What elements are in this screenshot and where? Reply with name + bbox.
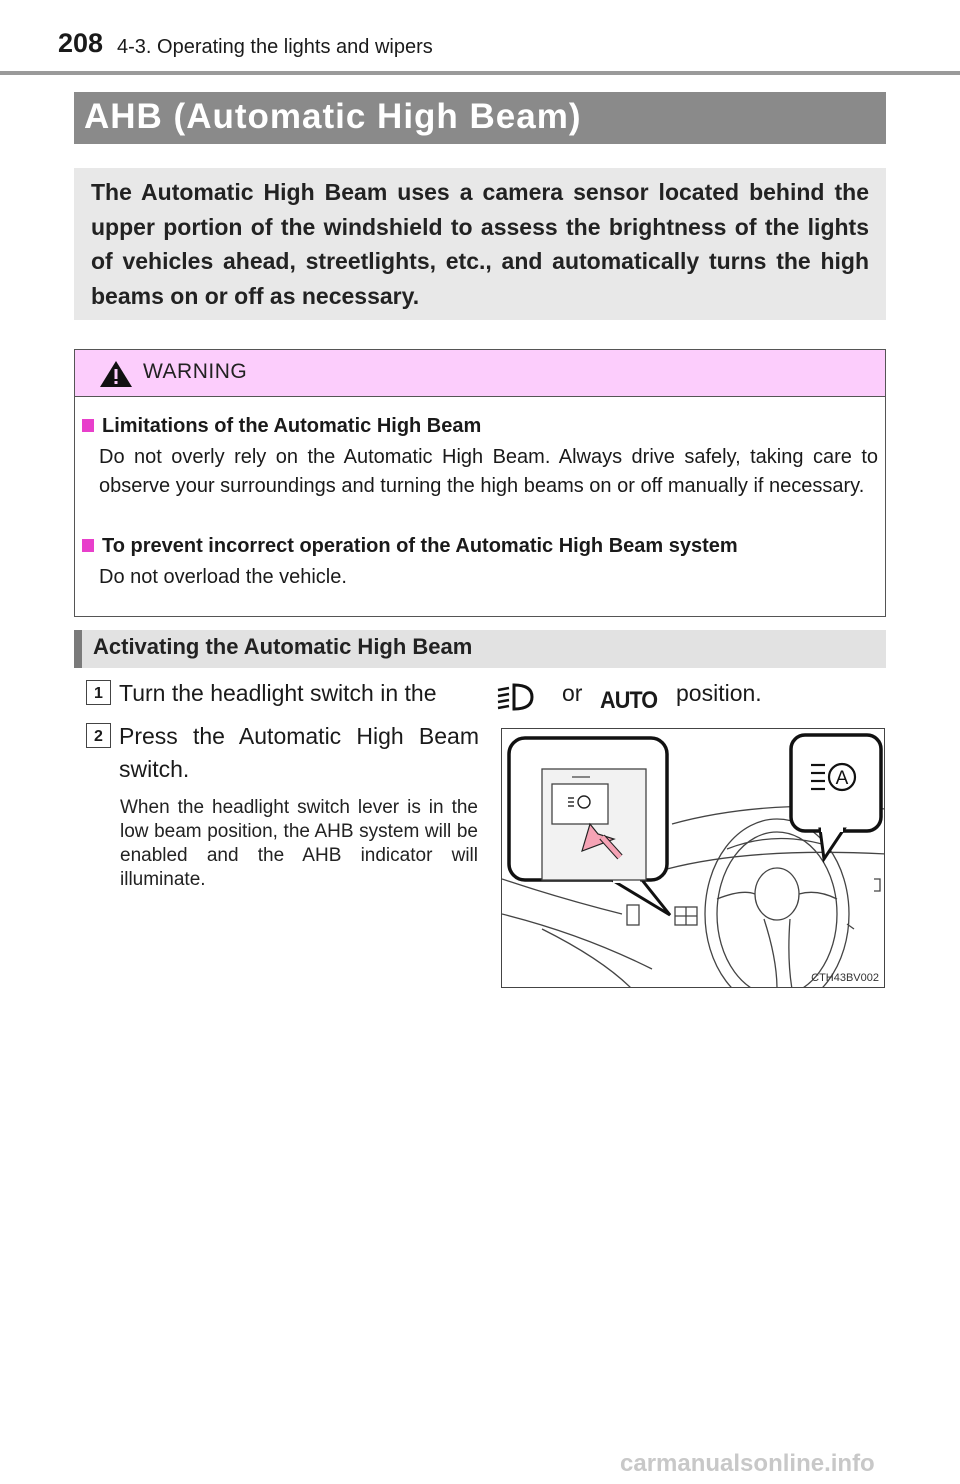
warning-item-body: Do not overload the vehicle. (99, 566, 347, 588)
ahb-switch-letter: A (836, 768, 849, 789)
step-text-after: position. (676, 680, 762, 706)
warning-item-heading: To prevent incorrect operation of the Au… (102, 535, 738, 557)
subsection-title: Activating the Automatic High Beam (93, 634, 473, 659)
step-number: 1 (86, 680, 111, 705)
intro-box: The Automatic High Beam uses a camera se… (74, 168, 886, 320)
low-beam-headlight-icon (497, 683, 534, 711)
warning-label: WARNING (143, 360, 248, 383)
warning-header: WARNING (75, 350, 885, 397)
warning-triangle-icon (100, 361, 132, 387)
dashboard-illustration-icon: A (502, 733, 884, 987)
warning-item: To prevent incorrect operation of the Au… (82, 532, 878, 592)
warning-item-body: Do not overly rely on the Automatic High… (99, 446, 878, 497)
page-number: 208 (58, 28, 104, 58)
dashboard-illustration: A CTH43BV002 (501, 728, 885, 988)
subsection-bar: Activating the Automatic High Beam (74, 630, 886, 668)
intro-text: The Automatic High Beam uses a camera se… (91, 179, 869, 309)
step-number: 2 (86, 723, 111, 748)
section-title: 4-3. Operating the lights and wipers (117, 36, 433, 58)
step-text: Turn the headlight switch in the (119, 680, 437, 706)
bullet-square-icon (82, 539, 94, 552)
warning-item-heading: Limitations of the Automatic High Beam (102, 415, 482, 437)
auto-icon: AUTO (600, 687, 658, 714)
title-bar: AHB (Automatic High Beam) (74, 92, 886, 144)
header-rule (0, 71, 960, 75)
warning-box: WARNING Limitations of the Automatic Hig… (74, 349, 886, 617)
page-title: AHB (Automatic High Beam) (84, 97, 582, 136)
bullet-square-icon (82, 419, 94, 432)
figure-code: CTH43BV002 (811, 972, 879, 984)
step-text: Press the Automatic High Beam switch. (119, 723, 479, 782)
step-note: When the headlight switch lever is in th… (120, 797, 478, 890)
watermark: carmanualsonline.info (620, 1450, 875, 1477)
warning-item: Limitations of the Automatic High Beam D… (82, 412, 878, 501)
step-text-or: or (562, 680, 583, 706)
